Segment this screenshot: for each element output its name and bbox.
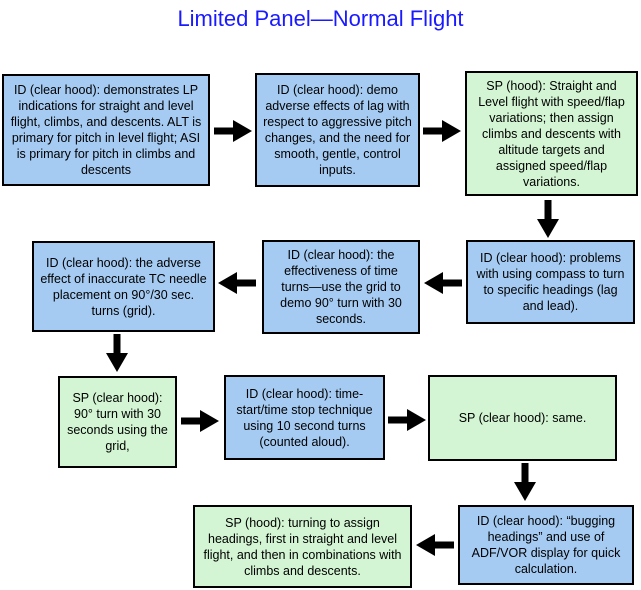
flow-box-sp-turning-headings: SP (hood): turning to assign headings, f… bbox=[193, 505, 412, 588]
flow-box-text: ID (clear hood): time-start/time stop te… bbox=[236, 386, 373, 449]
flow-box-id-compass-problems: ID (clear hood): problems with using com… bbox=[466, 240, 635, 324]
flow-box-id-bugging-headings: ID (clear hood): “bugging headings” and … bbox=[458, 505, 634, 585]
arrow-right-box1-to-box2-icon bbox=[214, 120, 252, 142]
arrow-left-box10-to-box11-icon bbox=[416, 534, 454, 556]
flow-box-text: ID (clear hood): “bugging headings” and … bbox=[471, 514, 621, 576]
flow-box-text: SP (hood): turning to assign headings, f… bbox=[203, 515, 402, 578]
arrow-left-box5-to-box6-icon bbox=[218, 272, 256, 294]
flow-box-id-tc-needle: ID (clear hood): the adverse effect of i… bbox=[32, 241, 215, 332]
flow-box-sp-same: SP (clear hood): same. bbox=[428, 375, 617, 461]
flow-box-id-lp-indications: ID (clear hood): demonstrates LP indicat… bbox=[2, 74, 210, 186]
flow-box-text: ID (clear hood): the adverse effect of i… bbox=[40, 255, 207, 318]
flow-box-sp-straight-level: SP (hood): Straight and Level flight wit… bbox=[465, 71, 638, 196]
flow-box-id-lag-effects: ID (clear hood): demo adverse effects of… bbox=[255, 73, 420, 187]
flow-box-id-time-turns: ID (clear hood): the effectiveness of ti… bbox=[262, 240, 420, 334]
arrow-down-box3-to-box4-icon bbox=[537, 200, 559, 238]
flow-box-id-time-start-stop: ID (clear hood): time-start/time stop te… bbox=[224, 375, 385, 460]
flow-box-text: ID (clear hood): demo adverse effects of… bbox=[263, 83, 412, 177]
flow-box-text: ID (clear hood): problems with using com… bbox=[476, 251, 625, 313]
flow-box-text: ID (clear hood): demonstrates LP indicat… bbox=[10, 83, 202, 177]
page-title: Limited Panel—Normal Flight bbox=[177, 6, 464, 31]
flow-box-text: ID (clear hood): the effectiveness of ti… bbox=[280, 248, 402, 326]
arrow-down-box6-to-box7-icon bbox=[106, 334, 128, 372]
arrow-down-box9-to-box10-icon bbox=[514, 463, 536, 501]
arrow-left-box4-to-box5-icon bbox=[424, 272, 462, 294]
arrow-right-box8-to-box9-icon bbox=[388, 409, 426, 431]
arrow-right-box2-to-box3-icon bbox=[423, 120, 461, 142]
flow-box-sp-90-turn: SP (clear hood): 90° turn with 30 second… bbox=[58, 376, 177, 468]
flow-box-text: SP (hood): Straight and Level flight wit… bbox=[478, 78, 625, 189]
flow-box-text: SP (clear hood): 90° turn with 30 second… bbox=[67, 391, 168, 453]
arrow-right-box7-to-box8-icon bbox=[181, 410, 219, 432]
flow-box-text: SP (clear hood): same. bbox=[458, 411, 587, 425]
